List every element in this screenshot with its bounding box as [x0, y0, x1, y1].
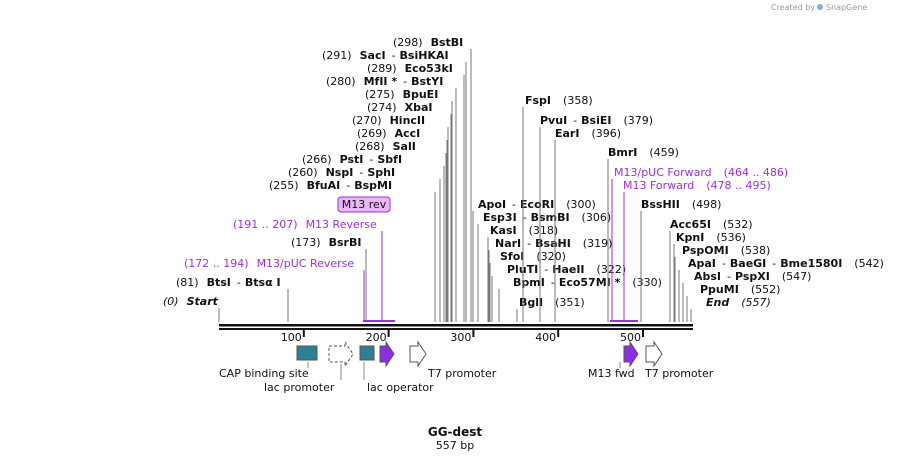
enzyme-site-label: (81)BtsI-Btsα I [176, 276, 281, 289]
enzyme-site-label: PvuI-BsiEI(379) [540, 114, 653, 127]
feature-label: lac promoter [264, 381, 335, 394]
enzyme-site-label: (260)NspI-SphI [288, 166, 395, 179]
scale-tick-label: 500 [620, 331, 641, 344]
primer-label: (191 .. 207)M13 Reverse [233, 218, 377, 231]
feature-box [296, 345, 318, 361]
enzyme-sites: (0)Start (81)BtsI-Btsα I (172 .. 194)M13/p… [163, 36, 884, 322]
feature-arrow [645, 340, 663, 368]
enzyme-site-label: End(557) [706, 296, 771, 309]
enzyme-site-label: (266)PstI-SbfI [302, 153, 402, 166]
enzyme-site-label: (269)AccI [357, 127, 420, 140]
credit-brand: SnapGene [826, 3, 867, 12]
feature-arrow [623, 340, 639, 368]
primer-badge-label: M13 rev [342, 198, 387, 211]
enzyme-site-label: (270)HincII [352, 114, 425, 127]
sequence-line-bottom [219, 328, 693, 330]
enzyme-site-label: (268)SalI [355, 140, 416, 153]
feature-label: CAP binding site [219, 367, 309, 380]
feature-arrow [409, 340, 427, 368]
snapgene-logo-icon [817, 4, 823, 10]
scale-tick-label: 200 [366, 331, 387, 344]
enzyme-site-label: KpnI(536) [676, 231, 746, 244]
enzyme-site-label: (274)XbaI [367, 101, 432, 114]
feature-box [359, 345, 375, 361]
enzyme-site-label: PpuMI(552) [700, 283, 780, 296]
enzyme-site-label: (173)BsrBI [291, 236, 361, 249]
credit-prefix: Created by [771, 3, 815, 12]
enzyme-site-label: AbsI-PspXI(547) [694, 270, 811, 283]
enzyme-site-label: Esp3I-BsmBI(306) [483, 211, 611, 224]
enzyme-site-label: FspI(358) [525, 94, 593, 107]
enzyme-site-label: EarI(396) [555, 127, 621, 140]
enzyme-site-label: (298)BstBI [393, 36, 463, 49]
map-length: 557 bp [436, 439, 474, 452]
feature-arrow [328, 340, 354, 368]
enzyme-site-label: BpmI-Eco57MI *(330) [513, 276, 662, 289]
enzyme-site-label: (280)MfII *-BstYI [326, 75, 443, 88]
primer-label: M13 Forward(478 .. 495) [623, 179, 771, 192]
enzyme-site-label: (255)BfuAI-BspMI [269, 179, 392, 192]
enzyme-site-label: BssHII(498) [641, 198, 721, 211]
enzyme-site-label: PluTI-HaeII(322) [507, 263, 626, 276]
map-title: GG-dest [428, 425, 483, 439]
enzyme-site-label: BglI(351) [519, 296, 585, 309]
enzyme-site-label: BmrI(459) [608, 146, 679, 159]
feature-label: T7 promoter [427, 367, 497, 380]
scale-tick-label: 100 [281, 331, 302, 344]
primer-label: M13/pUC Forward(464 .. 486) [614, 166, 788, 179]
sequence-line-top [219, 324, 693, 327]
feature-label: lac operator [367, 381, 434, 394]
primer-label: (172 .. 194)M13/pUC Reverse [184, 257, 354, 270]
enzyme-site-label: (275)BpuEI [365, 88, 438, 101]
enzyme-site-label: NarI-BsaHI(319) [495, 237, 612, 250]
enzyme-site-label: (291)SacI-BsiHKAI [322, 49, 449, 62]
feature-arrow [379, 340, 395, 368]
feature-label: M13 fwd [588, 367, 635, 380]
feature-label: T7 promoter [644, 367, 714, 380]
primer-badge [337, 196, 391, 213]
scale-ticks: 100 200 300 400 500 [281, 330, 644, 344]
enzyme-site-label: (289)Eco53kI [367, 62, 453, 75]
enzyme-site-label: ApoI-EcoRI(300) [478, 198, 596, 211]
enzyme-site-label: ApaI-BaeGI-Bme1580I(542) [688, 257, 884, 270]
enzyme-site-label: PspOMI(538) [682, 244, 770, 257]
enzyme-site-label: Acc65I(532) [670, 218, 753, 231]
enzyme-site-label: (0)Start [163, 295, 219, 308]
scale-tick-label: 300 [450, 331, 471, 344]
scale-tick-label: 400 [535, 331, 556, 344]
enzyme-site-label: SfoI(320) [500, 250, 566, 263]
enzyme-site-label: KasI(318) [490, 224, 558, 237]
